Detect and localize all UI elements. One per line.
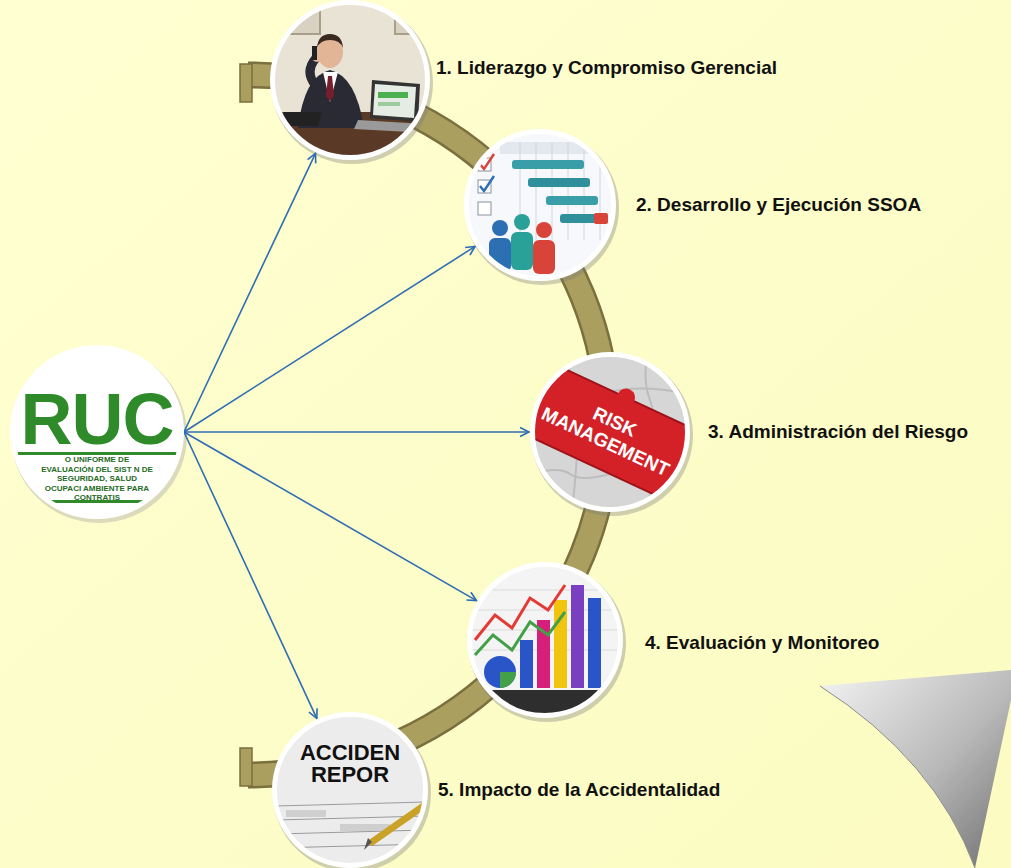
page-curl-edge <box>820 686 975 868</box>
illustration-part <box>490 341 734 515</box>
arrow-connector <box>184 153 316 432</box>
circle-outline <box>467 562 623 718</box>
illustration-part <box>326 76 334 101</box>
arrow-connector <box>184 432 317 718</box>
circle-node: 2. Desarrollo y Ejecución SSOA <box>464 129 616 281</box>
illustration-part <box>464 129 616 281</box>
illustration-part <box>536 142 537 240</box>
illustration-part <box>546 196 598 205</box>
circle-node: RISK MANAGEMENT3. Administración del Rie… <box>530 352 690 512</box>
illustration-part <box>480 176 494 191</box>
circle-ring <box>470 565 621 716</box>
illustration-part <box>240 64 252 102</box>
step-label: 4. Evaluación y Monitoreo <box>645 632 879 655</box>
illustration-part <box>272 712 428 868</box>
illustration-part <box>594 213 608 224</box>
illustration-part <box>552 142 553 240</box>
circle-outline <box>464 129 616 281</box>
illustration-part <box>500 672 516 688</box>
illustration-part <box>478 202 491 215</box>
illustration-part <box>340 824 390 831</box>
illustration-part <box>588 598 601 688</box>
illustration-part <box>568 142 569 240</box>
circle-ring <box>275 715 426 866</box>
illustration-part <box>490 349 731 515</box>
circle-ring <box>467 132 614 279</box>
illustration-part <box>528 178 590 187</box>
illustration-part <box>270 0 430 162</box>
illustration-part <box>312 46 317 60</box>
illustration-part <box>378 92 408 98</box>
circle-node: 1. Liderazgo y Compromiso Gerencial <box>270 0 430 160</box>
step-label: 5. Impacto de la Accidentalidad <box>438 779 720 802</box>
illustration-part <box>536 222 552 238</box>
circle-outline <box>272 712 428 868</box>
illustration-part <box>378 102 400 106</box>
illustration-part <box>484 656 516 688</box>
illustration-part <box>490 341 734 515</box>
illustration-part <box>240 748 252 786</box>
step-label: 3. Administración del Riesgo <box>708 421 968 444</box>
chart-illustration <box>455 562 632 722</box>
illustration-part <box>614 386 638 410</box>
illustration-part <box>492 220 508 236</box>
illustration-part <box>512 160 584 169</box>
illustration-part <box>11 346 183 518</box>
illustration-part <box>272 712 432 868</box>
illustration-part <box>514 214 530 230</box>
accident-report <box>272 712 432 868</box>
banner-text: RISK MANAGEMENT <box>533 381 687 484</box>
illustration-part <box>10 452 184 503</box>
illustration-part <box>317 34 343 48</box>
circle-ring <box>13 348 182 517</box>
manager-photo <box>270 0 433 164</box>
illustration-part <box>373 84 416 118</box>
illustration-part <box>520 640 533 688</box>
form-heading: ACCIDEN REPOR <box>290 742 410 786</box>
illustration-part <box>475 612 565 655</box>
illustration-part <box>364 838 372 850</box>
circle-ring <box>273 3 428 158</box>
logo-subtitle: O UNIFORME DE EVALUACIÓN DEL SIST N DE S… <box>38 455 156 503</box>
circle-node: 4. Evaluación y Monitoreo <box>467 562 623 718</box>
illustration-part <box>310 58 316 86</box>
illustration-part <box>600 142 601 240</box>
illustration-part <box>354 120 430 133</box>
circle-ring <box>533 355 688 510</box>
page-curl <box>820 670 1011 868</box>
ruc-logo <box>10 346 187 523</box>
circle-node: RUCO UNIFORME DE EVALUACIÓN DEL SIST N D… <box>10 345 184 519</box>
arrow-connector <box>184 432 477 601</box>
illustration-part <box>470 590 620 591</box>
illustration-part <box>455 562 632 722</box>
illustration-part <box>370 80 420 122</box>
circle-node: ACCIDEN REPOR5. Impacto de la Accidental… <box>272 712 428 868</box>
illustration-part <box>286 810 326 817</box>
illustration-part <box>490 349 731 515</box>
illustration-part <box>511 232 533 270</box>
step-label: 1. Liderazgo y Compromiso Gerencial <box>436 57 777 80</box>
step-label: 2. Desarrollo y Ejecución SSOA <box>636 194 921 217</box>
illustration-part <box>520 142 600 240</box>
illustration-part <box>584 142 585 240</box>
circle-outline <box>270 0 430 160</box>
illustration-part <box>464 129 616 281</box>
gantt-illustration <box>464 129 619 285</box>
illustration-part <box>323 72 338 102</box>
illustration-part <box>500 142 612 154</box>
arrow-connector <box>184 431 529 433</box>
logo-text: RUC <box>21 383 174 455</box>
risk-puzzle <box>490 341 734 516</box>
arrow-connector <box>184 246 475 432</box>
illustration-part <box>11 347 187 523</box>
illustration-part <box>533 240 555 274</box>
illustration-part <box>571 585 584 688</box>
illustration-part <box>276 802 426 806</box>
